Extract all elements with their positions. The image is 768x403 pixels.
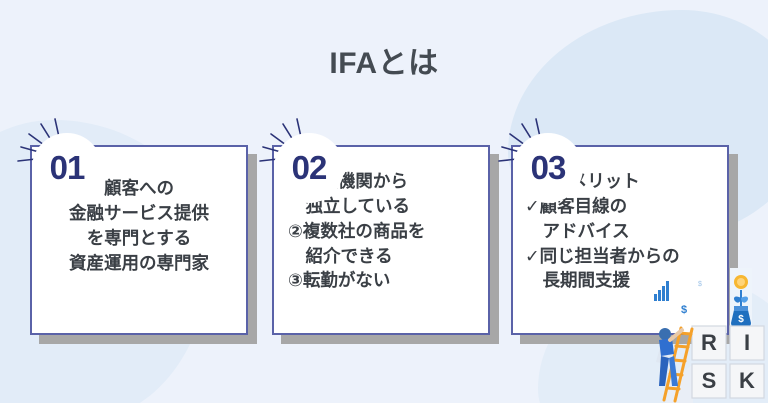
svg-text:S: S [702, 368, 717, 393]
svg-text:R: R [701, 330, 717, 355]
card-number-badge: 02 [256, 115, 352, 211]
card-number-badge: 03 [495, 115, 591, 211]
badge-circle [274, 133, 344, 203]
info-card-01: 顧客への 金融サービス提供 を専門とする 資産運用の専門家 01 [17, 118, 257, 344]
card-number-badge: 01 [14, 115, 110, 211]
dollar-sign-icon: $ [698, 281, 702, 288]
money-bag-icon: $ [730, 268, 752, 328]
page-title: IFAとは [329, 47, 439, 80]
risk-illustration: $ $ $ R I S K [654, 268, 765, 403]
svg-text:I: I [744, 330, 750, 355]
card-body [272, 145, 490, 335]
info-card-02: ①金融機関から 独立している ②複数社の商品を 紹介できる ③転勤がない 02 [259, 118, 499, 344]
card-number: 02 [291, 149, 328, 186]
risk-blocks: R I S K [691, 325, 765, 399]
svg-text:$: $ [738, 314, 744, 325]
card-number: 01 [49, 149, 86, 186]
card-number: 03 [530, 149, 567, 186]
dollar-sign-icon: $ [681, 304, 687, 316]
svg-text:K: K [739, 368, 755, 393]
bar-chart-icon [654, 281, 669, 301]
